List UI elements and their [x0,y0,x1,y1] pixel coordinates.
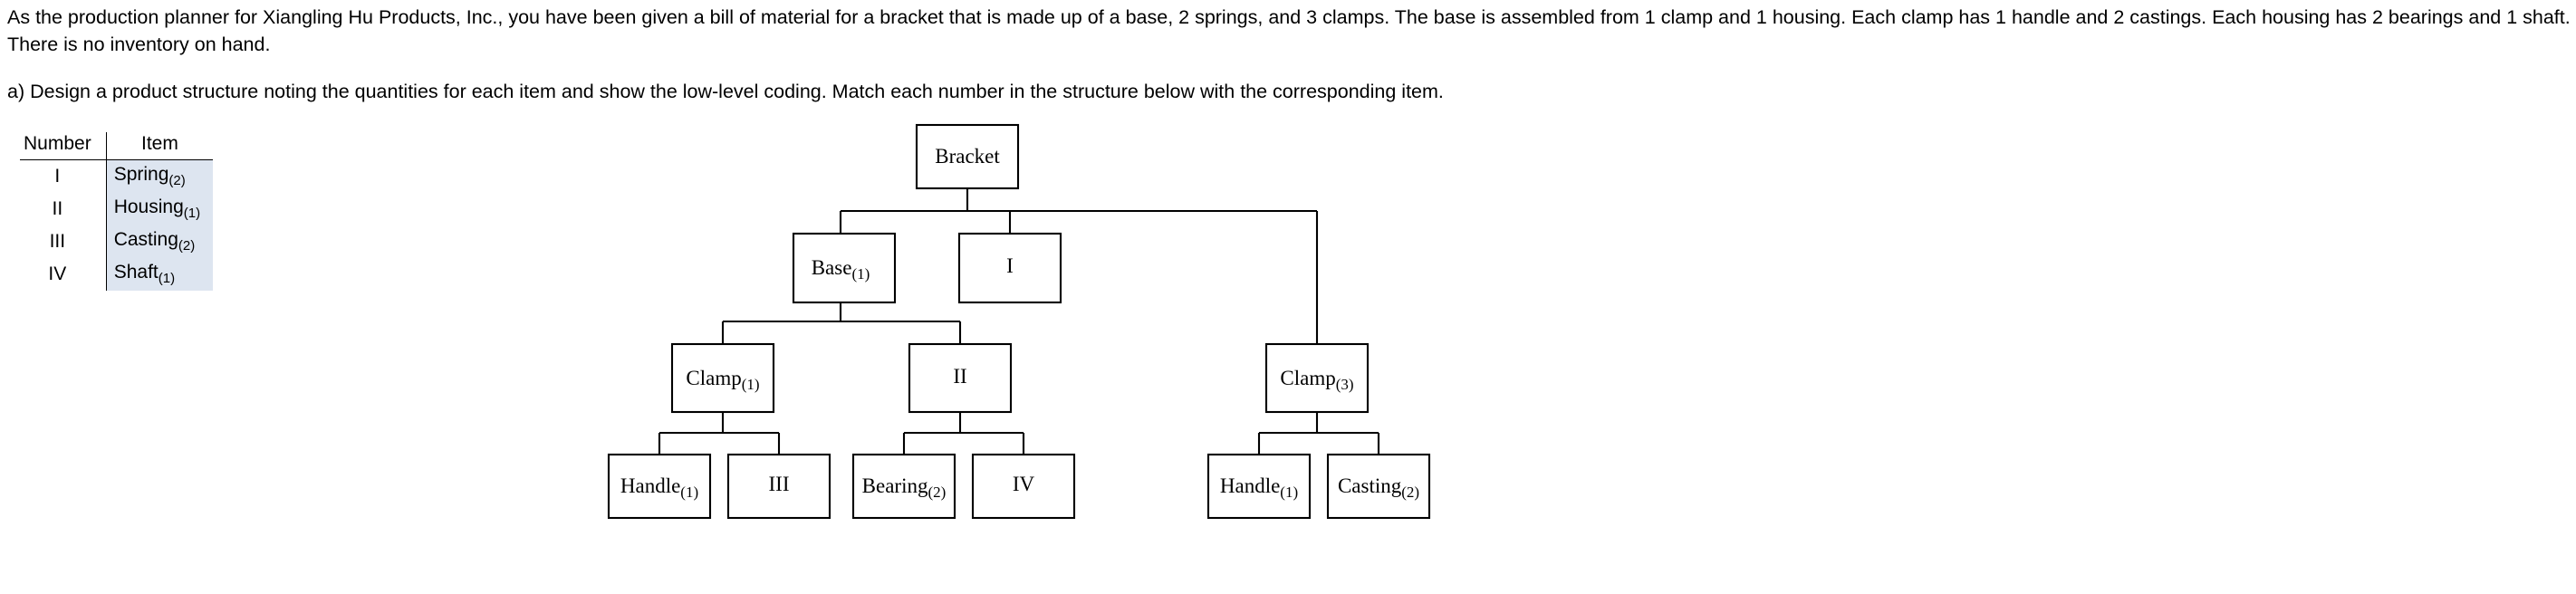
statement-paragraph-a: As the production planner for Xiangling … [7,6,2571,55]
node-box-clamp1[interactable] [670,342,775,414]
node-text-bracket: Bracket [935,145,1000,168]
node-qty-handle1: (1) [680,484,698,501]
legend-table: Number Item I Spring(2) II Housing(1) II… [20,132,214,291]
node-qty-bearing: (2) [928,484,946,501]
legend-item-qty-3: (2) [178,238,196,254]
legend-item-name-2: Housing [113,196,184,218]
product-structure-diagram: Bracket Base(1) I Clamp(1) II Clamp(3) H… [598,118,1467,589]
node-text-casting3: III [769,473,790,495]
table-row: I Spring(2) [20,159,214,193]
legend-number-1: I [20,159,107,193]
node-box-housing[interactable] [908,342,1013,414]
node-box-handle1[interactable] [607,453,712,520]
legend-item-name-1: Spring [113,164,169,186]
node-qty-base: (1) [851,265,870,283]
legend-item-name-4: Shaft [113,262,159,283]
problem-statement: As the production planner for Xiangling … [7,4,2571,105]
node-label-clamp3: Clamp(3) [1280,367,1353,393]
node-box-base[interactable] [792,232,897,304]
node-box-casting2[interactable] [1326,453,1431,520]
legend-item-1: Spring(2) [106,159,214,193]
legend-header-number: Number [20,132,107,160]
legend-item-qty-1: (2) [168,173,186,189]
node-text-handle1: Handle [620,474,680,497]
legend-number-4: IV [20,258,107,291]
node-box-clamp3[interactable] [1264,342,1370,414]
legend-number-2: II [20,193,107,225]
node-box-shaft[interactable] [971,453,1076,520]
legend-item-qty-2: (1) [183,206,201,222]
node-label-spring: I [1006,254,1014,277]
node-label-bracket: Bracket [935,145,1000,168]
table-row: III Casting(2) [20,225,214,258]
node-box-bracket[interactable] [915,123,1020,190]
node-label-handle2: Handle(1) [1220,474,1298,501]
table-row: II Housing(1) [20,193,214,225]
node-qty-casting2: (2) [1401,484,1419,501]
node-text-handle2: Handle [1220,474,1280,497]
node-label-shaft: IV [1013,473,1035,495]
node-label-base: Base(1) [812,256,870,283]
node-text-spring: I [1006,254,1014,277]
node-text-base: Base [812,256,852,279]
table-row: IV Shaft(1) [20,258,214,291]
node-text-shaft: IV [1013,473,1035,495]
node-label-clamp1: Clamp(1) [686,367,759,393]
legend-item-qty-4: (1) [158,271,176,287]
legend-header-item: Item [106,132,214,160]
node-box-spring[interactable] [957,232,1062,304]
node-qty-clamp3: (3) [1336,376,1354,393]
legend-item-3: Casting(2) [106,225,214,258]
node-box-handle2[interactable] [1206,453,1312,520]
node-box-casting3[interactable] [726,453,831,520]
node-label-housing: II [953,365,966,388]
legend-item-4: Shaft(1) [106,258,214,291]
statement-paragraph-b: a) Design a product structure noting the… [7,81,1444,102]
node-qty-handle2: (1) [1280,484,1298,501]
node-box-bearing[interactable] [851,453,956,520]
node-text-housing: II [953,365,966,388]
legend-item-name-3: Casting [113,229,178,251]
node-text-clamp1: Clamp [686,367,741,389]
node-label-casting2: Casting(2) [1338,474,1419,501]
legend-item-2: Housing(1) [106,193,214,225]
node-label-handle1: Handle(1) [620,474,698,501]
node-label-casting3: III [769,473,790,495]
node-qty-clamp1: (1) [742,376,760,393]
legend-header-row: Number Item [20,132,214,160]
node-text-bearing: Bearing [862,474,928,497]
node-text-clamp3: Clamp [1280,367,1335,389]
node-label-bearing: Bearing(2) [862,474,947,501]
legend-number-3: III [20,225,107,258]
node-text-casting2: Casting [1338,474,1402,497]
